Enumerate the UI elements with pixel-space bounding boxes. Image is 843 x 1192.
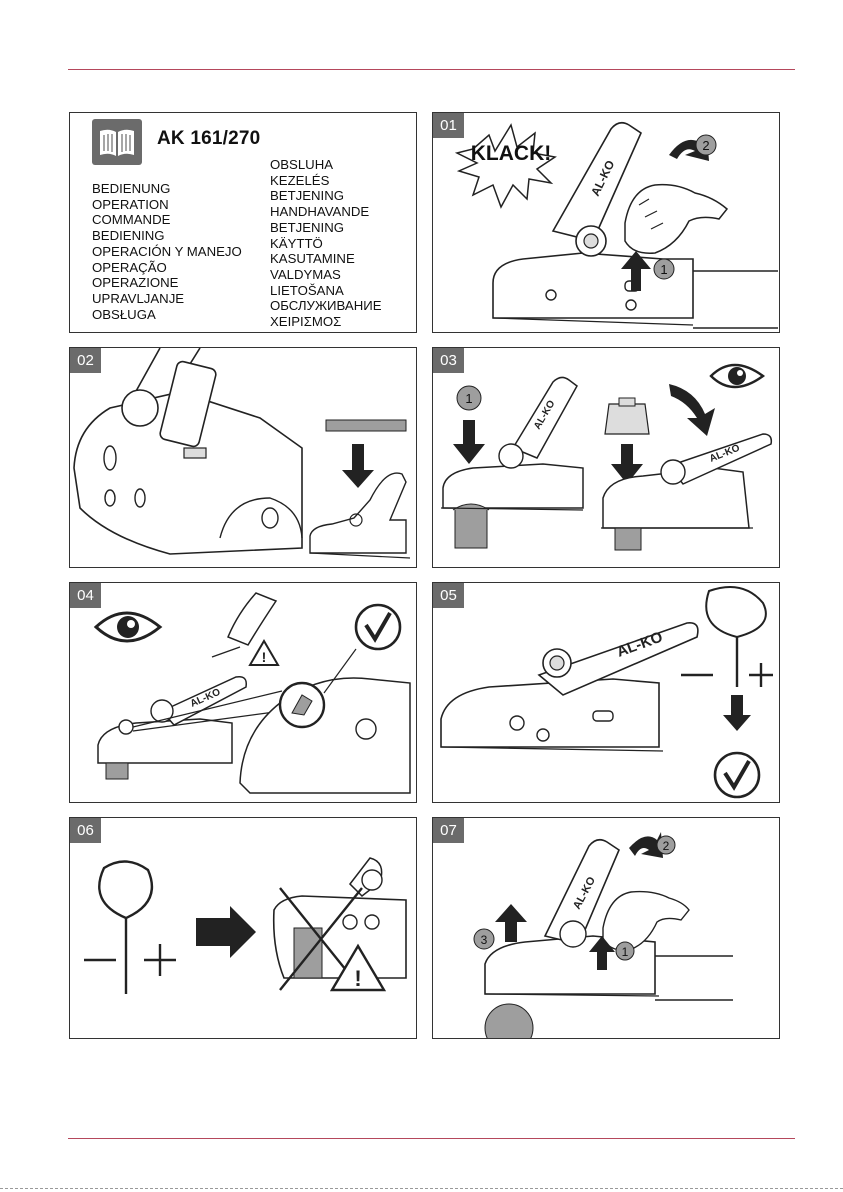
step-marker: 1	[622, 945, 629, 959]
step-03-panel: 1 AL-KO AL-KO 03	[432, 347, 780, 568]
check-icon	[356, 605, 400, 649]
tow-ball-icon	[485, 1004, 533, 1039]
coupling-lowering-illustration: 1 AL-KO AL-KO	[433, 348, 780, 568]
language-label: HANDHAVANDE	[270, 204, 382, 220]
language-label: VALDYMAS	[270, 267, 382, 283]
wear-indicator-icon	[99, 861, 152, 918]
step-number: 06	[70, 818, 101, 843]
language-label: OPERAZIONE	[92, 275, 242, 291]
language-label: COMMANDE	[92, 212, 242, 228]
wear-limit-illustration: !	[70, 818, 417, 1039]
step-number: 05	[433, 583, 464, 608]
language-label: ОБСЛУЖИВАНИЕ	[270, 298, 382, 314]
step-number: 04	[70, 583, 101, 608]
sound-text: KLACK!	[471, 142, 551, 165]
step-marker: 1	[660, 262, 667, 277]
svg-text:!: !	[354, 966, 361, 991]
language-label: BETJENING	[270, 188, 382, 204]
tow-ball-icon	[455, 508, 487, 548]
step-02-panel: 02	[69, 347, 417, 568]
language-label: BEDIENING	[92, 228, 242, 244]
language-label: BETJENING	[270, 220, 382, 236]
language-list-left: BEDIENUNG OPERATION COMMANDE BEDIENING O…	[92, 181, 242, 322]
step-marker: 2	[702, 138, 709, 153]
footer-rule	[68, 1138, 795, 1139]
step-07-panel: AL-KO 1 2 3 07	[432, 817, 780, 1039]
step-05-panel: AL-KO 05	[432, 582, 780, 803]
svg-text:!: !	[262, 649, 267, 665]
step-marker: 1	[465, 391, 472, 406]
language-label: OBSLUHA	[270, 157, 382, 173]
step-number: 03	[433, 348, 464, 373]
wear-indicator-icon	[706, 587, 766, 637]
product-title: AK 161/270	[157, 128, 260, 150]
step-01-panel: KLACK! AL-KO 1 2 01	[432, 112, 780, 333]
wear-check-illustration: ! AL-KO	[70, 583, 417, 803]
language-label: UPRAVLJANJE	[92, 291, 242, 307]
rotate-arrow-icon	[669, 384, 715, 436]
language-label: BEDIENUNG	[92, 181, 242, 197]
page-edge	[0, 1188, 843, 1189]
weight-icon	[605, 404, 649, 434]
coupling-release-illustration: AL-KO 1 2 3	[433, 818, 780, 1039]
coupling-bottom-illustration	[70, 348, 417, 568]
up-arrow-icon	[495, 904, 527, 942]
down-arrow-icon	[453, 420, 485, 464]
finger-icon	[228, 593, 276, 645]
hand-icon	[625, 185, 727, 254]
language-label: OPERACIÓN Y MANEJO	[92, 244, 242, 260]
step-marker: 3	[481, 933, 488, 947]
language-label: KASUTAMINE	[270, 251, 382, 267]
language-label: LIETOŠANA	[270, 283, 382, 299]
pressure-bar-icon	[326, 420, 406, 431]
book-icon	[92, 119, 142, 165]
right-arrow-icon	[196, 906, 256, 958]
language-label: ΧΕΙΡΙΣΜΟΣ	[270, 314, 382, 330]
down-arrow-icon	[342, 444, 374, 488]
step-06-panel: ! 06	[69, 817, 417, 1039]
step-04-panel: ! AL-KO 04	[69, 582, 417, 803]
check-icon	[715, 753, 759, 797]
language-panel: AK 161/270 BEDIENUNG OPERATION COMMANDE …	[69, 112, 417, 333]
coupling-open-illustration: KLACK! AL-KO 1 2	[433, 113, 780, 333]
header-rule	[68, 69, 795, 70]
language-list-right: OBSLUHA KEZELÉS BETJENING HANDHAVANDE BE…	[270, 157, 382, 330]
coupling-closed-illustration: AL-KO	[433, 583, 780, 803]
step-marker: 2	[663, 839, 670, 853]
step-number: 07	[433, 818, 464, 843]
language-label: KEZELÉS	[270, 173, 382, 189]
sound-burst-icon	[457, 125, 555, 207]
step-number: 01	[433, 113, 464, 138]
step-number: 02	[70, 348, 101, 373]
language-label: KÄYTTÖ	[270, 236, 382, 252]
language-label: OBSŁUGA	[92, 307, 242, 323]
language-label: OPERAÇÃO	[92, 260, 242, 276]
down-arrow-icon	[723, 695, 751, 731]
language-label: OPERATION	[92, 197, 242, 213]
